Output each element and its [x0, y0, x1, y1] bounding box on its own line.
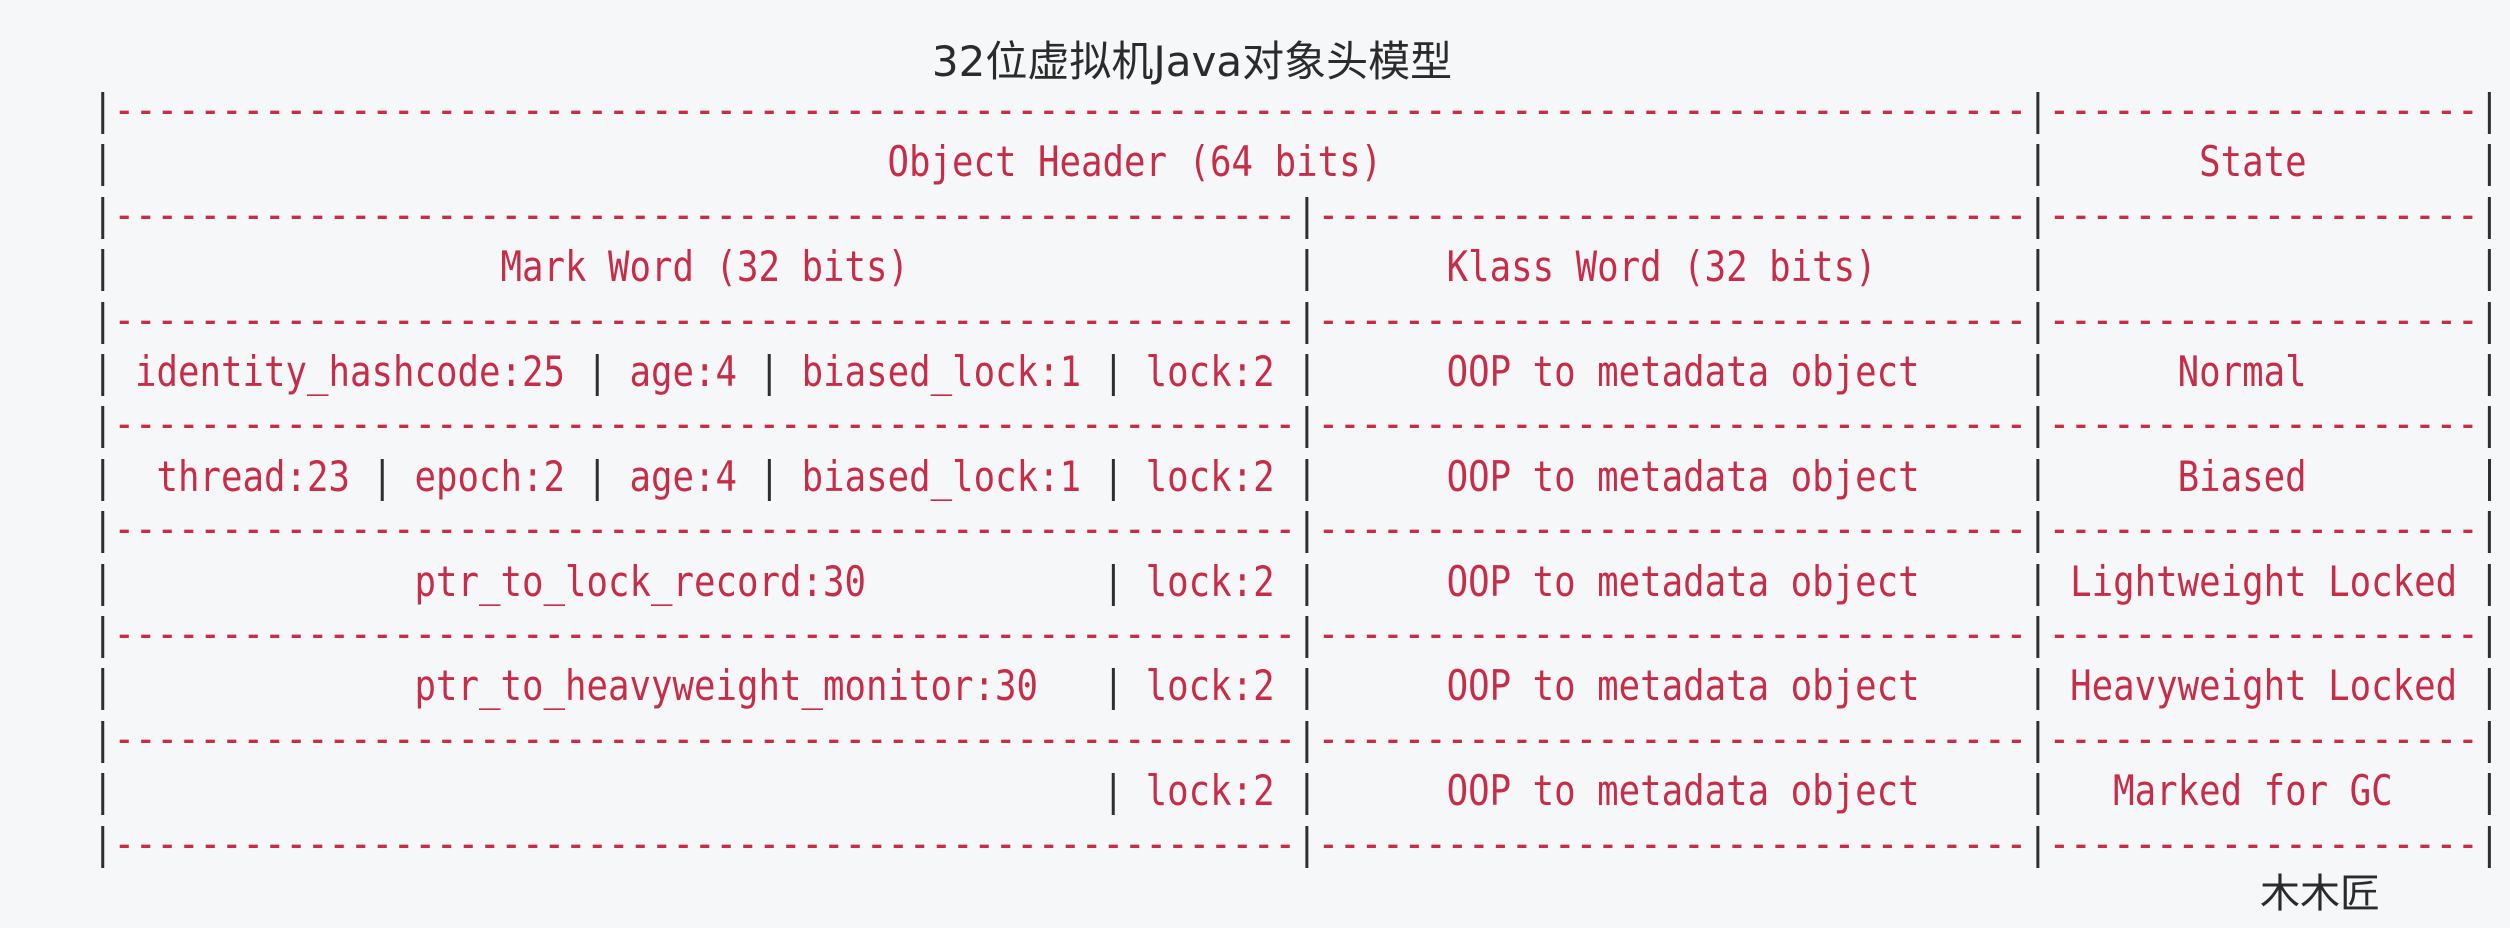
pipe-glyph: |: [92, 294, 114, 344]
pipe-glyph: |: [371, 451, 394, 501]
pipe-glyph: |: [92, 399, 114, 449]
ascii-line: |---------------------------------------…: [92, 294, 2501, 344]
pipe-glyph: |: [1296, 818, 1318, 868]
ascii-line: | | lock:2 | OOP to metadata object | Ma…: [92, 766, 2501, 816]
pipe-glyph: |: [2478, 347, 2501, 397]
pipe-glyph: |: [92, 766, 114, 816]
ascii-line: | Mark Word (32 bits) | Klass Word (32 b…: [92, 242, 2501, 292]
ascii-line: |---------------------------------------…: [92, 609, 2501, 659]
pipe-glyph: |: [1102, 661, 1125, 711]
pipe-glyph: |: [92, 713, 114, 763]
pipe-glyph: |: [2027, 818, 2049, 868]
pipe-glyph: |: [92, 609, 114, 659]
pipe-glyph: |: [92, 85, 114, 134]
pipe-glyph: |: [2027, 451, 2049, 501]
pipe-glyph: |: [2478, 399, 2501, 449]
pipe-glyph: |: [92, 451, 114, 501]
pipe-glyph: |: [2478, 189, 2501, 239]
ascii-line: | Object Header (64 bits) | State |: [92, 137, 2501, 187]
pipe-glyph: |: [1296, 451, 1318, 501]
pipe-glyph: |: [2478, 818, 2501, 868]
pipe-glyph: |: [2027, 189, 2049, 239]
pipe-glyph: |: [2478, 294, 2501, 344]
pipe-glyph: |: [2478, 609, 2501, 659]
pipe-glyph: |: [2478, 504, 2501, 554]
ascii-line: | ptr_to_lock_record:30 | lock:2 | OOP t…: [92, 556, 2501, 606]
pipe-glyph: |: [1296, 609, 1318, 659]
ascii-line: | ptr_to_heavyweight_monitor:30 | lock:2…: [92, 661, 2501, 711]
pipe-glyph: |: [1102, 347, 1125, 397]
pipe-glyph: |: [92, 189, 114, 239]
pipe-glyph: |: [2027, 661, 2049, 711]
pipe-glyph: |: [2027, 294, 2049, 344]
pipe-glyph: |: [2027, 242, 2049, 292]
pipe-glyph: |: [2478, 242, 2501, 292]
pipe-glyph: |: [2478, 661, 2501, 711]
pipe-glyph: |: [2027, 399, 2049, 449]
pipe-glyph: |: [2027, 609, 2049, 659]
pipe-glyph: |: [1296, 294, 1318, 344]
ascii-line: |---------------------------------------…: [92, 85, 2501, 134]
pipe-glyph: |: [2027, 504, 2049, 554]
pipe-glyph: |: [1296, 504, 1318, 554]
ascii-line: | identity_hashcode:25 | age:4 | biased_…: [92, 347, 2501, 397]
pipe-glyph: |: [2027, 556, 2049, 606]
ascii-line: |---------------------------------------…: [92, 504, 2501, 554]
ascii-line: |---------------------------------------…: [92, 189, 2501, 239]
pipe-glyph: |: [2478, 713, 2501, 763]
pipe-glyph: |: [1102, 451, 1125, 501]
pipe-glyph: |: [1296, 713, 1318, 763]
pipe-glyph: |: [92, 661, 114, 711]
watermark: 木木匠: [2260, 871, 2380, 917]
ascii-line: |---------------------------------------…: [92, 399, 2501, 449]
pipe-glyph: |: [758, 347, 781, 397]
pipe-glyph: |: [1296, 399, 1318, 449]
pipe-glyph: |: [586, 347, 609, 397]
pipe-glyph: |: [2027, 85, 2049, 134]
pipe-glyph: |: [2478, 556, 2501, 606]
pipe-glyph: |: [2027, 137, 2049, 187]
ascii-line: | thread:23 | epoch:2 | age:4 | biased_l…: [92, 451, 2501, 501]
pipe-glyph: |: [1296, 189, 1318, 239]
pipe-glyph: |: [1102, 556, 1125, 606]
ascii-object-header-diagram: |---------------------------------------…: [92, 84, 2500, 870]
pipe-glyph: |: [2478, 766, 2501, 816]
pipe-glyph: |: [92, 504, 114, 554]
pipe-glyph: |: [2027, 347, 2049, 397]
pipe-glyph: |: [92, 556, 114, 606]
pipe-glyph: |: [2027, 713, 2049, 763]
pipe-glyph: |: [758, 451, 781, 501]
page-title: 32位虚拟机Java对象头模型: [931, 37, 1453, 86]
pipe-glyph: |: [92, 137, 114, 187]
pipe-glyph: |: [2027, 766, 2049, 816]
pipe-glyph: |: [1296, 556, 1318, 606]
pipe-glyph: |: [92, 242, 114, 292]
pipe-glyph: |: [586, 451, 609, 501]
ascii-line: |---------------------------------------…: [92, 818, 2501, 868]
pipe-glyph: |: [2478, 137, 2501, 187]
pipe-glyph: |: [2478, 85, 2501, 134]
pipe-glyph: |: [92, 347, 114, 397]
pipe-glyph: |: [1296, 347, 1318, 397]
pipe-glyph: |: [2478, 451, 2501, 501]
pipe-glyph: |: [1102, 766, 1125, 816]
pipe-glyph: |: [1296, 242, 1318, 292]
pipe-glyph: |: [92, 818, 114, 868]
ascii-line: |---------------------------------------…: [92, 713, 2501, 763]
pipe-glyph: |: [1296, 661, 1318, 711]
pipe-glyph: |: [1296, 766, 1318, 816]
